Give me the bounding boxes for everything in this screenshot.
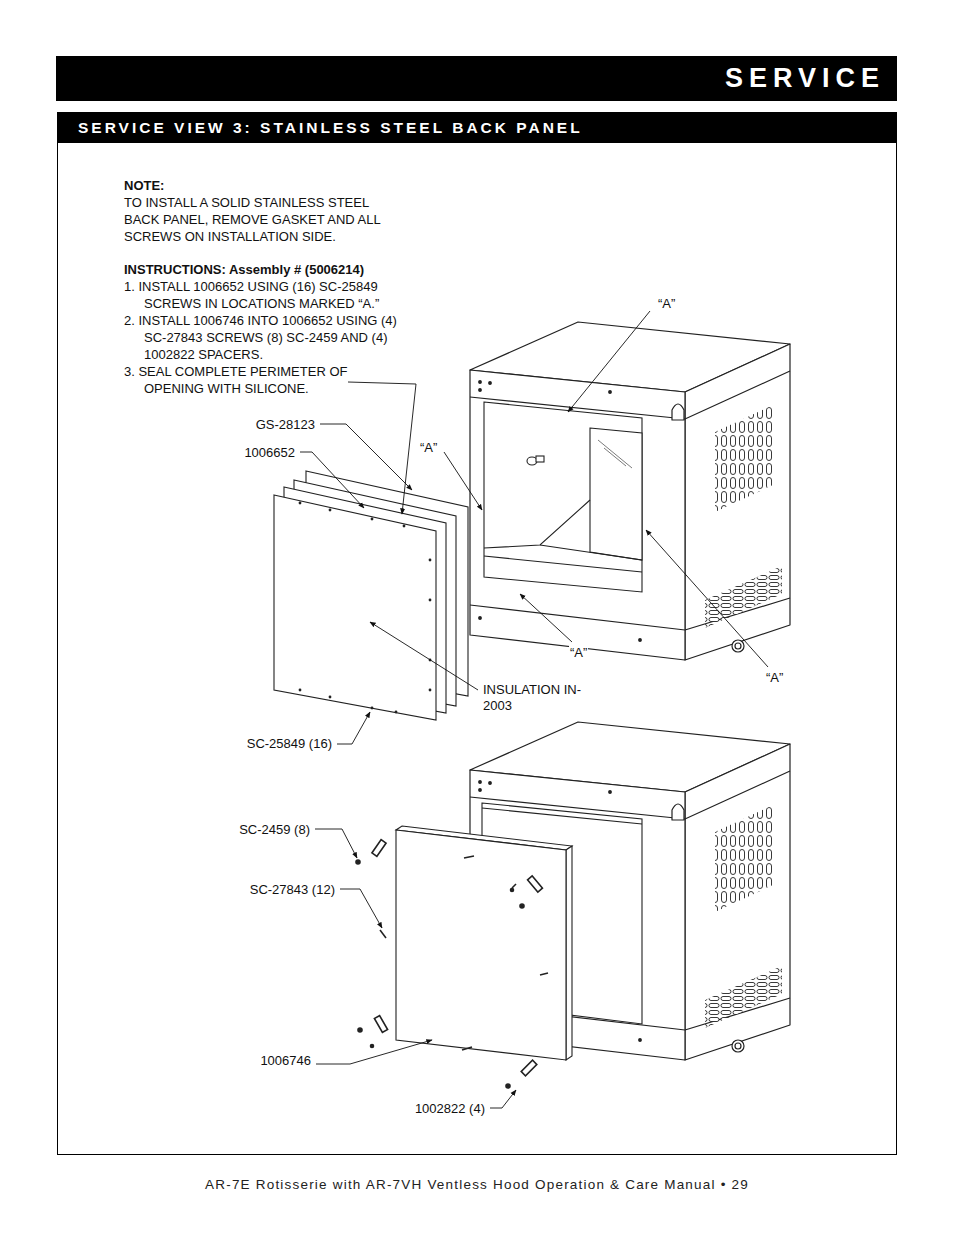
part-number: 1002822 (4): [414, 1101, 486, 1117]
header-bar: SERVICE: [56, 56, 897, 101]
page-title: SERVICE: [725, 63, 885, 94]
part-number: SC-2459 (8): [238, 822, 311, 838]
instruction-step: 3. SEAL COMPLETE PERIMETER OF OPENING WI…: [124, 363, 369, 397]
part-number: GS-28123: [255, 417, 316, 433]
part-number: 1006746: [259, 1053, 312, 1069]
location-marker: “A”: [569, 645, 588, 661]
part-number: SC-27843 (12): [249, 882, 336, 898]
note-text: TO INSTALL A SOLID STAINLESS STEEL BACK …: [124, 194, 404, 245]
instruction-step: 1. INSTALL 1006652 USING (16) SC-25849 S…: [124, 278, 414, 312]
location-marker: “A”: [419, 440, 438, 456]
part-number: SC-25849 (16): [246, 736, 333, 752]
part-number: 1006652: [243, 445, 296, 461]
instruction-heading: INSTRUCTIONS: Assembly # (5006214): [124, 261, 424, 278]
section-heading: SERVICE VIEW 3: STAINLESS STEEL BACK PAN…: [78, 119, 876, 137]
note-heading: NOTE:: [124, 177, 424, 194]
location-marker: “A”: [765, 670, 784, 686]
instruction-step: 2. INSTALL 1006746 INTO 1006652 USING (4…: [124, 312, 414, 363]
section-band: SERVICE VIEW 3: STAINLESS STEEL BACK PAN…: [58, 113, 896, 143]
location-marker: “A”: [657, 296, 676, 312]
page-footer: AR-7E Rotisserie with AR-7VH Ventless Ho…: [0, 1177, 954, 1192]
notes-block: NOTE:TO INSTALL A SOLID STAINLESS STEEL …: [124, 177, 424, 397]
part-label: INSULATION IN-2003: [482, 682, 584, 714]
